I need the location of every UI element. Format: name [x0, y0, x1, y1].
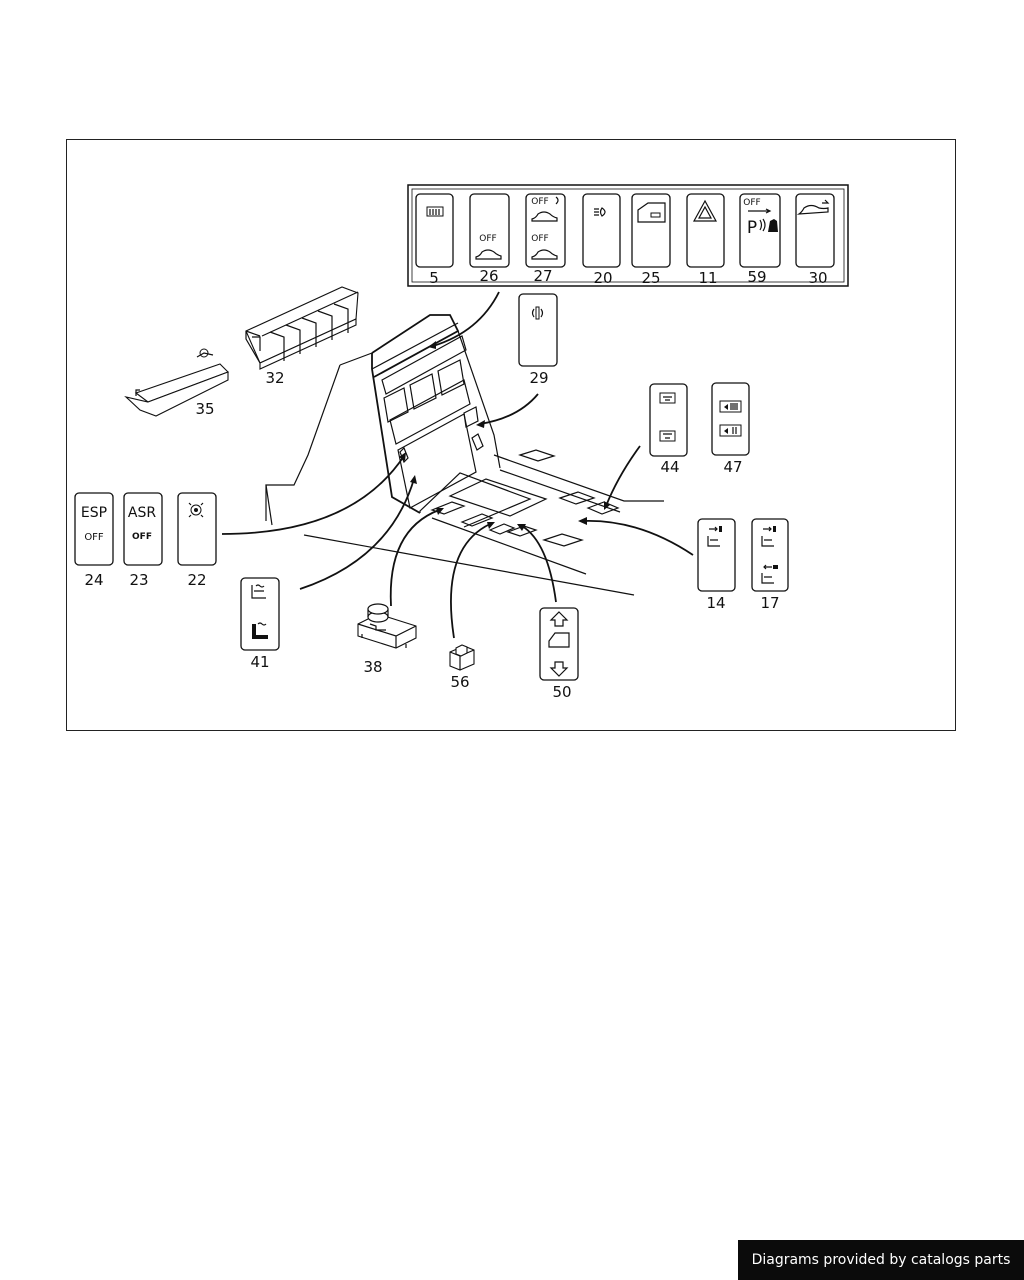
- callout-20: 20: [593, 269, 612, 287]
- switch-59[interactable]: OFF P: [739, 193, 781, 268]
- callout-29: 29: [529, 369, 548, 387]
- callout-47: 47: [723, 458, 742, 476]
- switch-off-text-lower: OFF: [531, 234, 548, 244]
- part-32-switch-holder[interactable]: [245, 286, 359, 370]
- seat-heat-up-icon: [251, 584, 266, 599]
- roll-bar-icon: [531, 306, 544, 320]
- sunshade-down-icon: [719, 424, 742, 437]
- callout-24: 24: [84, 571, 103, 589]
- switch-50-window[interactable]: [539, 607, 579, 681]
- seat-adjust-icon: [707, 526, 722, 547]
- switch-29[interactable]: [518, 293, 558, 367]
- fog-lamp-icon: [594, 207, 606, 217]
- seat-back-icon: [761, 564, 778, 584]
- switch-14-seat[interactable]: [697, 518, 736, 592]
- center-console: [265, 314, 664, 596]
- switch-26[interactable]: OFF: [469, 193, 510, 268]
- seat-forward-icon: [761, 526, 776, 547]
- esp-off-text: OFF: [84, 532, 104, 543]
- sunshade-up-icon: [719, 400, 742, 413]
- diagram-frame: [66, 139, 956, 731]
- callout-30: 30: [808, 269, 827, 287]
- callout-14: 14: [706, 594, 725, 612]
- window-down-icon: [659, 430, 676, 442]
- switch-27[interactable]: OFF OFF: [525, 193, 566, 268]
- callout-5: 5: [429, 269, 439, 287]
- arrow-up-icon: [549, 611, 569, 627]
- flower-symbol-icon: [188, 502, 204, 518]
- switch-17-seat[interactable]: [751, 518, 789, 592]
- callout-11: 11: [698, 269, 717, 287]
- callout-27: 27: [533, 267, 552, 285]
- callout-17: 17: [760, 594, 779, 612]
- leader-lines: [221, 291, 694, 639]
- callout-56: 56: [450, 673, 469, 691]
- trunk-release-icon: [796, 199, 830, 215]
- door-lock-icon: [637, 202, 666, 223]
- esp-text: ESP: [81, 505, 107, 521]
- switch-30[interactable]: [795, 193, 835, 268]
- window-door-icon: [548, 632, 570, 648]
- parktronic-icon: [759, 218, 778, 232]
- car-tow-icon: [531, 211, 558, 222]
- switch-47[interactable]: [711, 382, 750, 456]
- part-38-rotary-knob[interactable]: [357, 603, 417, 649]
- callout-50: 50: [552, 683, 571, 701]
- callout-59: 59: [747, 268, 766, 286]
- callout-35: 35: [195, 400, 214, 418]
- window-up-icon: [659, 392, 676, 404]
- seat-heat-down-icon: [252, 622, 268, 639]
- callout-32: 32: [265, 369, 284, 387]
- switch-22[interactable]: [177, 492, 217, 566]
- callout-41: 41: [250, 653, 269, 671]
- callout-26: 26: [479, 267, 498, 285]
- switch-41-seat-heater[interactable]: [240, 577, 280, 651]
- switch-5[interactable]: [415, 193, 454, 268]
- callout-23: 23: [129, 571, 148, 589]
- switch-off-text-upper: OFF: [531, 197, 548, 207]
- callout-22: 22: [187, 571, 206, 589]
- switch-11[interactable]: [686, 193, 725, 268]
- hazard-icon: [692, 199, 718, 222]
- switch-off-text: OFF: [479, 234, 496, 244]
- switch-44[interactable]: [649, 383, 688, 457]
- rear-defrost-icon: [426, 206, 444, 217]
- switch-24-esp-off[interactable]: ESP OFF: [74, 492, 114, 566]
- catalog-credit-badge: Diagrams provided by catalogs parts: [738, 1240, 1024, 1280]
- callout-25: 25: [641, 269, 660, 287]
- asr-off-text: OFF: [132, 532, 152, 542]
- switch-20[interactable]: [582, 193, 621, 268]
- arrow-down-icon: [549, 661, 569, 677]
- switch-off-text: OFF: [743, 198, 760, 208]
- asr-text: ASR: [128, 505, 156, 521]
- parking-letter: P: [747, 218, 757, 238]
- callout-38: 38: [363, 658, 382, 676]
- part-35-cover[interactable]: [124, 348, 229, 417]
- part-56-switch[interactable]: [449, 644, 475, 671]
- callout-44: 44: [660, 458, 679, 476]
- car-interior-icon: [531, 249, 558, 260]
- switch-23-asr-off[interactable]: ASR OFF: [123, 492, 163, 566]
- car-alarm-icon: [475, 249, 502, 260]
- switch-25[interactable]: [631, 193, 671, 268]
